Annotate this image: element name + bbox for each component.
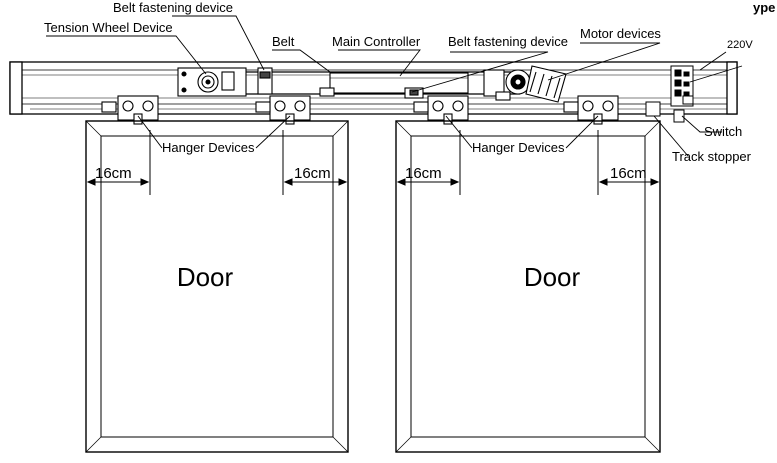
label-dim-3: 16cm bbox=[405, 165, 442, 182]
label-belt-fastening-device-mid: Belt fastening device bbox=[448, 34, 568, 49]
label-track-stopper: Track stopper bbox=[672, 149, 752, 164]
dimension-lines bbox=[85, 130, 661, 195]
tension-wheel-device bbox=[177, 67, 247, 97]
label-dim-2: 16cm bbox=[294, 165, 331, 182]
label-belt: Belt bbox=[272, 34, 295, 49]
belt bbox=[200, 71, 520, 95]
label-corner-fragment: ype bbox=[753, 0, 775, 15]
label-voltage: 220V bbox=[727, 39, 753, 51]
main-controller bbox=[319, 72, 469, 97]
label-belt-fastening-device-top: Belt fastening device bbox=[113, 0, 233, 15]
switch-terminal bbox=[670, 65, 694, 107]
hanger-device-1 bbox=[101, 95, 159, 125]
label-hanger-devices-left: Hanger Devices bbox=[162, 140, 255, 155]
label-main-controller: Main Controller bbox=[332, 34, 421, 49]
leader-lines bbox=[46, 15, 743, 157]
label-door-right: Door bbox=[524, 262, 581, 292]
label-dim-4: 16cm bbox=[610, 165, 647, 182]
door-left bbox=[85, 120, 349, 453]
label-switch: Switch bbox=[704, 124, 742, 139]
belt-fastening-device-top bbox=[257, 67, 273, 95]
label-hanger-devices-right: Hanger Devices bbox=[472, 140, 565, 155]
door-right bbox=[395, 120, 661, 453]
belt-fastening-device-mid bbox=[404, 87, 424, 99]
label-motor-devices: Motor devices bbox=[580, 26, 661, 41]
label-tension-wheel-device: Tension Wheel Device bbox=[44, 20, 173, 35]
track-stopper bbox=[645, 101, 685, 123]
label-door-left: Door bbox=[177, 262, 234, 292]
label-dim-1: 16cm bbox=[95, 165, 132, 182]
